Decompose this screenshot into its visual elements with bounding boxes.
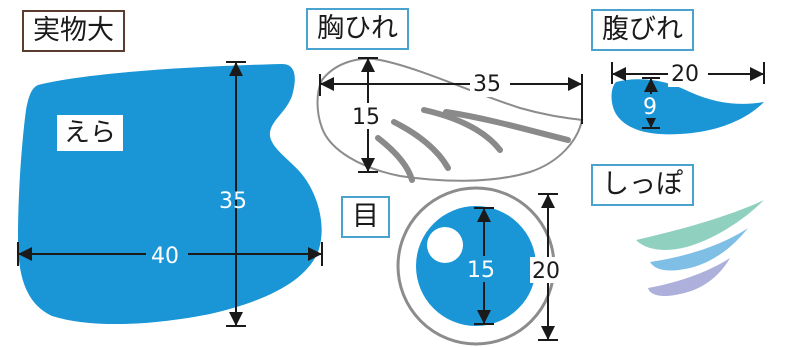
pectoral-height-text: 15 bbox=[352, 105, 380, 130]
gill-height-text: 35 bbox=[219, 189, 247, 214]
pectoral-fin-stripe-4 bbox=[443, 109, 571, 143]
gill-width-text: 40 bbox=[151, 244, 179, 269]
eye-inner-text-bg bbox=[466, 256, 504, 282]
eye-label: 目 bbox=[341, 196, 390, 238]
pelvic-width-text-bg bbox=[668, 61, 708, 87]
pectoral-width-text-bg bbox=[470, 71, 510, 97]
pelvic-fin-label: 腹びれ bbox=[591, 9, 694, 51]
tail-stripe-purple bbox=[648, 258, 730, 296]
tail-stripe-green bbox=[636, 200, 764, 250]
eye-inner-text: 15 bbox=[467, 258, 495, 283]
eye-outer-text-bg bbox=[530, 257, 570, 283]
pectoral-width-text: 35 bbox=[473, 72, 501, 97]
eye-outer-text: 20 bbox=[532, 259, 560, 284]
eye-highlight bbox=[427, 227, 463, 263]
gill-shape bbox=[18, 64, 322, 325]
tail-stripe-blue bbox=[650, 228, 748, 271]
pelvic-height-text: 9 bbox=[643, 95, 657, 120]
pelvic-fin-shape bbox=[611, 79, 764, 135]
gill-label: えら bbox=[57, 115, 124, 151]
gill-width-text-bg bbox=[146, 242, 188, 266]
pelvic-width-text: 20 bbox=[671, 62, 699, 87]
pectoral-fin-stripe-1 bbox=[375, 135, 415, 183]
tail-label: しっぽ bbox=[591, 164, 694, 206]
pectoral-fin-stripe-2 bbox=[391, 119, 451, 171]
pectoral-height-text-bg bbox=[350, 103, 388, 129]
pectoral-fin-stripe-3 bbox=[421, 107, 503, 153]
actual-size-label: 実物大 bbox=[22, 10, 125, 52]
pelvic-height-text-bg bbox=[641, 94, 661, 118]
pectoral-fin-label: 胸ひれ bbox=[306, 8, 409, 50]
